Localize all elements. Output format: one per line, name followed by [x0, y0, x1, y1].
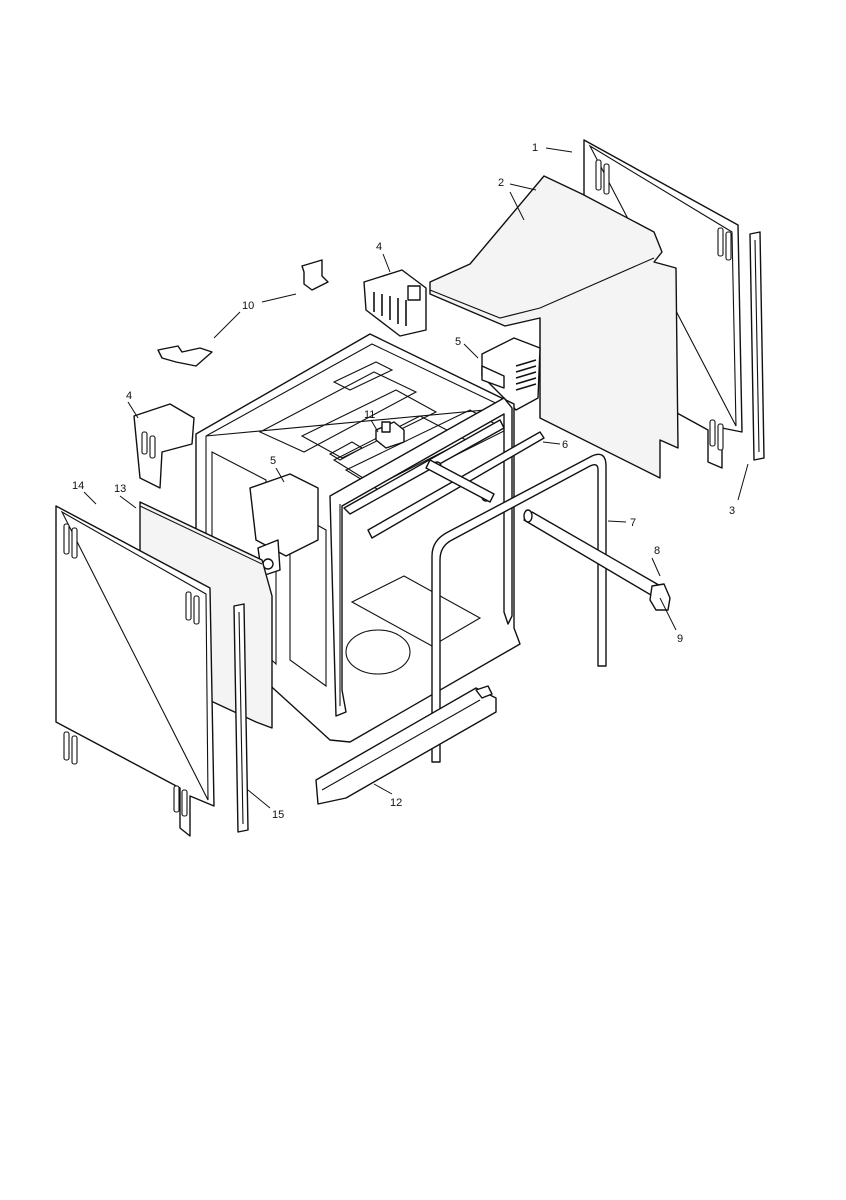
callout-14: 14 [72, 480, 84, 492]
part-9-end-cap [649, 583, 671, 611]
callout-1: 1 [532, 142, 538, 154]
callout-5-right: 5 [455, 336, 461, 348]
part-5-right-block [481, 337, 541, 411]
callout-13: 13 [114, 483, 126, 495]
callout-15: 15 [272, 809, 284, 821]
callout-8: 8 [654, 545, 660, 557]
callout-9: 9 [677, 633, 683, 645]
callout-3: 3 [729, 505, 735, 517]
part-12-base-rail [315, 685, 497, 805]
callout-11: 11 [364, 409, 375, 421]
callout-6: 6 [562, 439, 568, 451]
callout-7: 7 [630, 517, 636, 529]
part-2-top-cover-panel [429, 175, 679, 479]
part-4-left-bracket [133, 403, 195, 489]
part-15-left-seal-strip [233, 603, 249, 833]
callout-labels: 1 2 3 4 10 5 4 11 5 6 7 8 9 12 13 14 15 [72, 142, 735, 821]
callout-4-left: 4 [126, 390, 132, 402]
part-14-left-side-panel [55, 505, 215, 837]
callout-12: 12 [390, 797, 402, 809]
leader-lines [83, 147, 749, 809]
part-3-right-seal-strip [749, 231, 765, 461]
callout-4-upper: 4 [376, 241, 382, 253]
callout-5-left: 5 [270, 455, 276, 467]
callout-2: 2 [498, 177, 504, 189]
part-11-top-clip [375, 421, 405, 449]
part-6-front-frame [329, 397, 545, 717]
part-10-mounting-brackets [157, 259, 329, 367]
callout-10: 10 [242, 300, 254, 312]
part-5-left-block [249, 473, 319, 577]
part-8-tube [523, 509, 665, 599]
part-4-upper-bracket [363, 269, 427, 337]
part-7-door-seal [431, 453, 607, 763]
